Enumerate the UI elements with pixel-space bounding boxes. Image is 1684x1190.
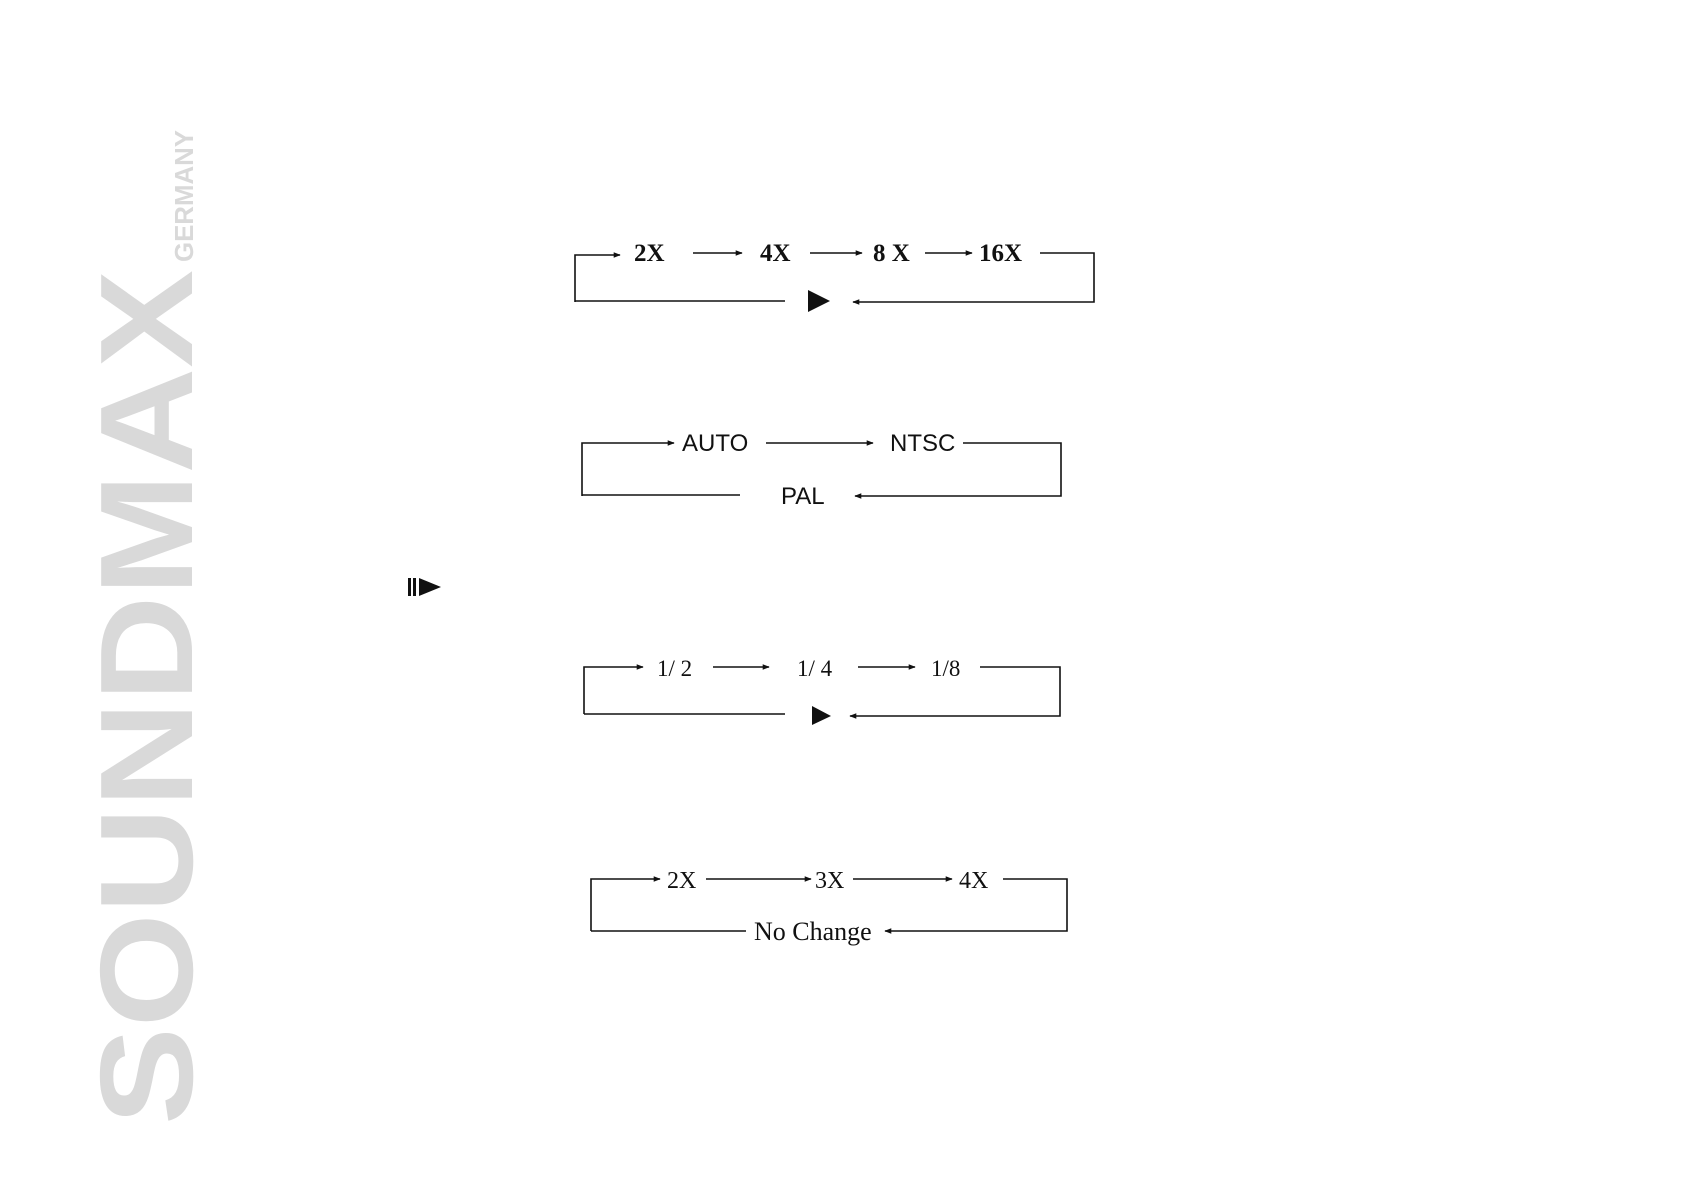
slow-motion-labels: 1/ 2 1/ 4 1/8 [657,656,960,725]
ff-step-2x: 2X [634,240,665,267]
zoom-step-4x: 4X [959,868,988,894]
tv-system-cycle-diagram [581,440,1062,499]
zoom-loop-right [884,878,1068,934]
tv-step-auto: AUTO [682,430,748,457]
slow-loop-left [583,664,644,714]
tv-system-labels: AUTO NTSC PAL [682,430,955,510]
ff-step-8x: 8 X [873,240,910,267]
zoom-labels: 2X 3X 4X No Change [667,868,988,946]
play-icon [808,290,830,312]
tv-loop-left [581,440,675,496]
slow-forward-icon [408,578,441,596]
fast-forward-labels: 2X 4X 8 X 16X [634,240,1022,312]
tv-loop-right [854,442,1062,499]
slow-loop-right [849,666,1061,719]
zoom-step-3x: 3X [815,868,844,894]
fast-forward-cycle-diagram [574,250,1095,305]
play-icon [812,706,831,725]
slow-motion-cycle-diagram [583,664,1061,719]
brand-logo: SOUNDMAX GERMANY [73,130,220,1125]
slow-step-half: 1/ 2 [657,656,692,681]
slow-step-eighth: 1/8 [931,656,960,681]
tv-step-ntsc: NTSC [890,430,955,457]
loop-line-left [574,252,621,302]
ff-step-16x: 16X [979,240,1022,267]
ff-step-4x: 4X [760,240,791,267]
brand-country: GERMANY [169,130,199,262]
zoom-cycle-diagram [590,876,1068,934]
brand-name: SOUNDMAX [73,270,220,1125]
zoom-return-no-change: No Change [754,917,872,946]
zoom-step-2x: 2X [667,868,696,894]
slow-step-quarter: 1/ 4 [797,656,833,681]
tv-step-pal: PAL [781,483,825,510]
loop-line-right [852,252,1095,305]
zoom-loop-left [590,876,661,931]
